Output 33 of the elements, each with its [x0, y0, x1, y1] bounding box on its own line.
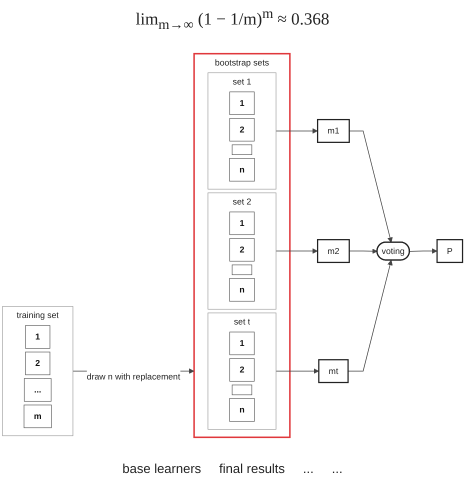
node-box: n	[229, 158, 255, 182]
node-box: m1	[316, 119, 350, 144]
node-box: ...	[24, 378, 52, 402]
arrow	[348, 130, 393, 243]
arrow	[276, 128, 318, 134]
arrow	[348, 260, 393, 372]
ellipsis-text: ...	[332, 461, 343, 476]
node-box	[232, 384, 252, 396]
ellipsis-text: ...	[302, 461, 314, 476]
formula-title: lim$_{m→∞}$ (1 − 1/m)$^{m}$ ≈ 0.368	[136, 6, 330, 34]
node-box: 1	[229, 92, 255, 115]
edge-label: draw n with replacement	[86, 371, 180, 382]
node-box: P	[436, 239, 464, 264]
node-box: 2	[229, 358, 255, 382]
node-box	[232, 144, 252, 156]
node-box: 1	[229, 332, 255, 356]
node-box: 1	[25, 325, 50, 349]
node-box: 2	[229, 118, 255, 142]
arrow	[348, 248, 378, 254]
node-box	[232, 264, 252, 276]
node-box: m	[24, 404, 52, 428]
node-box: 1	[229, 212, 255, 236]
arrow	[276, 248, 318, 254]
column-heading: base learners	[122, 461, 202, 476]
node-box: n	[229, 398, 255, 422]
node-box: 2	[229, 238, 255, 262]
node-box: n	[229, 278, 255, 302]
node-box: 2	[25, 352, 50, 376]
column-heading: final results	[219, 461, 285, 476]
arrow	[276, 368, 320, 374]
node-box: mt	[318, 359, 349, 384]
arrow	[409, 248, 438, 254]
node-box: m2	[316, 239, 350, 264]
